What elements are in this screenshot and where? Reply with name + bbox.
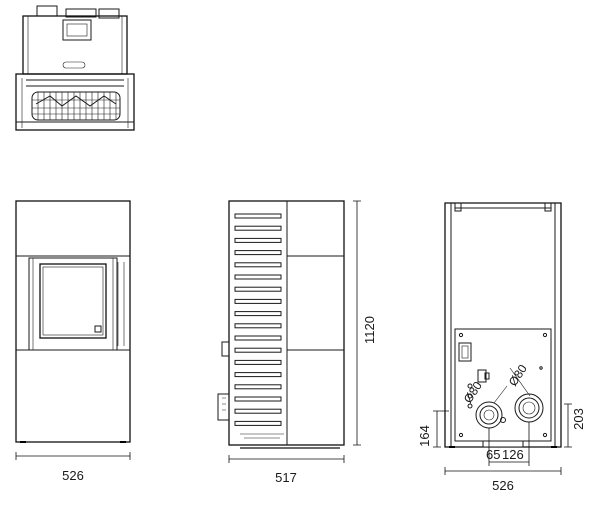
back-view-outline bbox=[444, 202, 562, 448]
side-view-louvre bbox=[234, 250, 282, 256]
top-view-collar-right bbox=[98, 8, 120, 19]
side-height-dimension bbox=[353, 200, 361, 446]
top-view-body bbox=[22, 15, 128, 75]
side-view-louvre bbox=[234, 311, 282, 317]
air-inlet-pipe bbox=[475, 401, 503, 429]
top-view-base bbox=[15, 73, 135, 131]
left-pipe-diameter-label: Ø80 bbox=[461, 379, 485, 406]
back-view-switch bbox=[458, 342, 472, 362]
top-view-hopper-inner bbox=[66, 23, 88, 37]
front-view-door-glass bbox=[39, 263, 107, 339]
front-view-door-jambs bbox=[32, 258, 114, 350]
back-width-label: 526 bbox=[492, 478, 514, 493]
front-width-dimension bbox=[15, 452, 131, 460]
top-view-rails bbox=[26, 79, 124, 87]
top-view-grille bbox=[31, 91, 121, 121]
front-view-side-strip bbox=[117, 262, 125, 346]
side-view-louvre bbox=[234, 335, 282, 341]
front-view: 526 bbox=[15, 200, 131, 483]
left-diameter-leader bbox=[493, 385, 508, 404]
back-view-base-slot bbox=[482, 440, 524, 448]
side-view-louvre bbox=[234, 298, 282, 304]
right-diameter-leader bbox=[509, 367, 531, 397]
top-view-base-sides bbox=[21, 78, 129, 128]
side-view-socket bbox=[221, 341, 230, 357]
side-view-switch-box bbox=[217, 393, 230, 421]
left-inlet-height-dimension bbox=[433, 410, 449, 448]
side-view-vent bbox=[240, 433, 284, 439]
side-view-louvre bbox=[234, 225, 282, 231]
side-view-panel-lines bbox=[287, 255, 344, 351]
top-view-collar bbox=[65, 8, 97, 18]
front-view-door-latch bbox=[94, 325, 102, 333]
side-view-louvre bbox=[234, 237, 282, 243]
side-height-label: 1120 bbox=[362, 316, 377, 344]
top-view bbox=[15, 5, 135, 131]
side-view-louvre bbox=[234, 420, 282, 426]
front-view-door-frame bbox=[28, 257, 118, 351]
side-depth-label: 517 bbox=[275, 470, 297, 485]
side-view-louvre bbox=[234, 384, 282, 390]
side-view-louvre bbox=[234, 408, 282, 414]
side-view-louvre bbox=[234, 372, 282, 378]
top-view-inner bbox=[27, 15, 123, 75]
side-view: 1120 517 bbox=[217, 200, 377, 485]
top-view-hopper-lid bbox=[62, 19, 92, 41]
top-view-handle bbox=[62, 61, 86, 69]
side-view-louvre bbox=[234, 262, 282, 268]
right-outlet-height-dimension bbox=[564, 403, 572, 448]
flue-outlet-pipe bbox=[514, 393, 544, 423]
pipe-spacing-label: 126 bbox=[502, 447, 524, 462]
left-offset-label: 65 bbox=[486, 447, 500, 462]
side-view-louvre bbox=[234, 274, 282, 280]
back-width-dimension bbox=[444, 467, 562, 475]
side-view-louvre bbox=[234, 359, 282, 365]
side-view-louvres bbox=[234, 213, 282, 426]
right-outlet-height-label: 203 bbox=[571, 408, 586, 430]
side-view-louvre bbox=[234, 396, 282, 402]
front-width-label: 526 bbox=[62, 468, 84, 483]
side-view-louvre bbox=[234, 347, 282, 353]
back-view: Ø80 Ø80 164 203 65 126 526 bbox=[417, 202, 586, 493]
side-view-louvre bbox=[234, 323, 282, 329]
side-view-louvre bbox=[234, 286, 282, 292]
side-view-louvre bbox=[234, 213, 282, 219]
back-view-inner-lines bbox=[450, 203, 556, 447]
left-inlet-height-label: 164 bbox=[417, 425, 432, 447]
side-depth-dimension bbox=[228, 455, 345, 463]
right-pipe-diameter-label: Ø80 bbox=[506, 362, 530, 389]
top-view-flue-left bbox=[36, 5, 58, 17]
pipe-offset-dimension bbox=[488, 422, 530, 466]
front-view-glass-inner bbox=[42, 266, 104, 336]
front-view-outline bbox=[15, 200, 131, 443]
back-view-socket bbox=[477, 369, 487, 383]
